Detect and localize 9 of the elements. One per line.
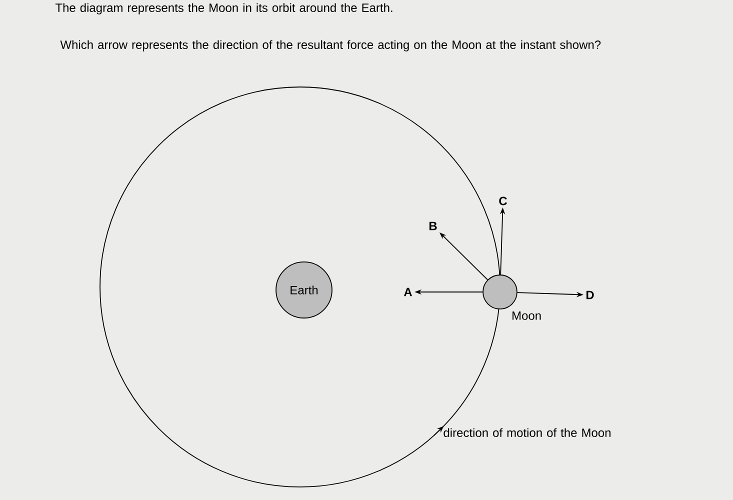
motion-label: direction of motion of the Moon: [444, 428, 610, 437]
moon-circle: [482, 274, 518, 310]
moon-label: Moon: [512, 312, 541, 320]
arrow-letter: B: [429, 222, 437, 230]
arrow-letter: D: [586, 290, 594, 300]
top-text: The diagram represents the Moon in its orbit around the Earth.: [55, 3, 392, 14]
arrow-letter: C: [499, 196, 508, 206]
arrow-letter: A: [404, 288, 412, 296]
question-text: Which arrow represents the direction of the resultant force acting on the Moon at the instant shown?: [60, 40, 601, 52]
